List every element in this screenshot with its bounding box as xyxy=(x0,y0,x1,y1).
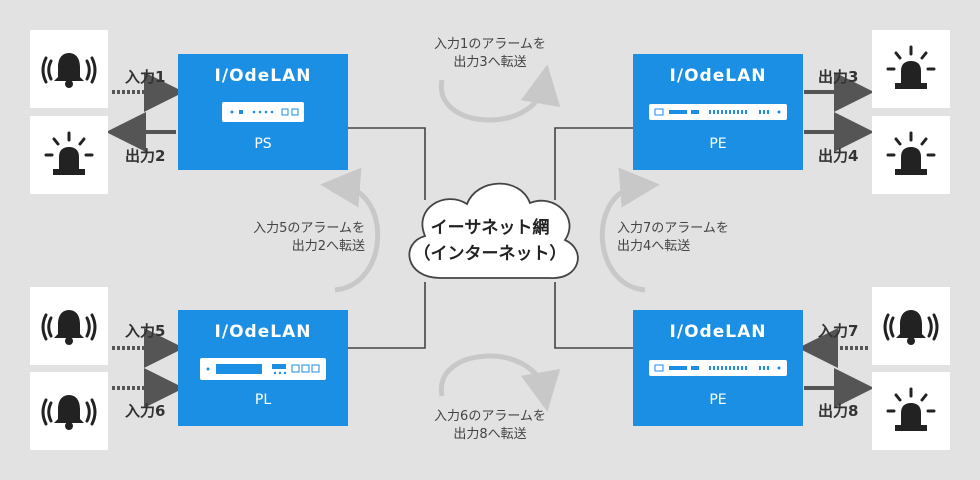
alarm-tile-in6 xyxy=(30,372,108,450)
alarm-tile-in1 xyxy=(30,30,108,108)
curve-arrow-left xyxy=(320,167,381,293)
device-ps: I/OdeLAN PS xyxy=(178,54,348,170)
alarm-bell-icon xyxy=(41,395,97,430)
wire-pe-bottom xyxy=(554,282,633,349)
warning-beacon-icon xyxy=(44,131,94,175)
device-unit-icon xyxy=(222,102,304,122)
warning-beacon-icon xyxy=(886,131,936,175)
cloud-icon xyxy=(408,182,579,279)
device-unit-icon xyxy=(200,358,326,380)
device-title: I/OdeLAN xyxy=(214,66,312,86)
beacon-tile-out4 xyxy=(872,116,950,194)
device-title: I/OdeLAN xyxy=(669,322,767,342)
device-pl: I/OdeLAN PL xyxy=(178,310,348,426)
wire-pl xyxy=(348,282,426,349)
label-in5: 入力5 xyxy=(125,322,166,340)
label-in1: 入力1 xyxy=(125,68,166,86)
device-name: PE xyxy=(709,392,727,408)
caption-bottom-line2: 出力8へ転送 xyxy=(453,427,527,442)
beacon-tile-out2 xyxy=(30,116,108,194)
label-in6: 入力6 xyxy=(125,402,166,420)
wire-ps xyxy=(348,127,426,200)
label-out3: 出力3 xyxy=(818,68,859,86)
warning-beacon-icon xyxy=(886,387,936,431)
device-title: I/OdeLAN xyxy=(214,322,312,342)
alarm-bell-icon xyxy=(41,310,97,345)
device-pe-top: I/OdeLAN PE xyxy=(633,54,803,170)
alarm-tile-in5 xyxy=(30,287,108,365)
curve-arrow-right xyxy=(599,167,660,293)
device-pe-bottom: I/OdeLAN PE xyxy=(633,310,803,426)
device-name: PL xyxy=(254,392,272,408)
wire-pe-top xyxy=(554,127,633,200)
alarm-bell-icon xyxy=(883,310,939,345)
label-out2: 出力2 xyxy=(125,147,166,165)
caption-right-line1: 入力7のアラームを xyxy=(617,221,729,236)
warning-beacon-icon xyxy=(886,45,936,89)
device-unit-icon xyxy=(649,104,787,120)
label-out4: 出力4 xyxy=(818,147,859,165)
alarm-bell-icon xyxy=(41,53,97,88)
beacon-tile-out3 xyxy=(872,30,950,108)
device-name: PE xyxy=(709,136,727,152)
caption-left-line2: 出力2へ転送 xyxy=(291,239,365,254)
label-out8: 出力8 xyxy=(818,402,859,420)
device-title: I/OdeLAN xyxy=(669,66,767,86)
caption-top-line2: 出力3へ転送 xyxy=(453,55,527,70)
curve-arrow-top xyxy=(438,64,561,123)
caption-bottom: 入力6のアラームを 出力8へ転送 xyxy=(420,408,560,444)
device-name: PS xyxy=(254,136,272,152)
alarm-tile-in7 xyxy=(872,287,950,365)
cloud-label: イーサネット網 （インターネット） xyxy=(395,215,585,267)
caption-left-line1: 入力5のアラームを xyxy=(253,221,365,236)
cloud-line1: イーサネット網 xyxy=(430,218,550,238)
cloud-line2: （インターネット） xyxy=(413,244,567,264)
curve-arrow-bottom xyxy=(438,353,561,412)
label-in7: 入力7 xyxy=(818,322,859,340)
beacon-tile-out8 xyxy=(872,372,950,450)
caption-top-line1: 入力1のアラームを xyxy=(434,37,546,52)
device-unit-icon xyxy=(649,360,787,376)
caption-bottom-line1: 入力6のアラームを xyxy=(434,409,546,424)
caption-top: 入力1のアラームを 出力3へ転送 xyxy=(420,36,560,72)
caption-right-line2: 出力4へ転送 xyxy=(617,239,691,254)
caption-right: 入力7のアラームを 出力4へ転送 xyxy=(617,220,757,256)
caption-left: 入力5のアラームを 出力2へ転送 xyxy=(225,220,365,256)
